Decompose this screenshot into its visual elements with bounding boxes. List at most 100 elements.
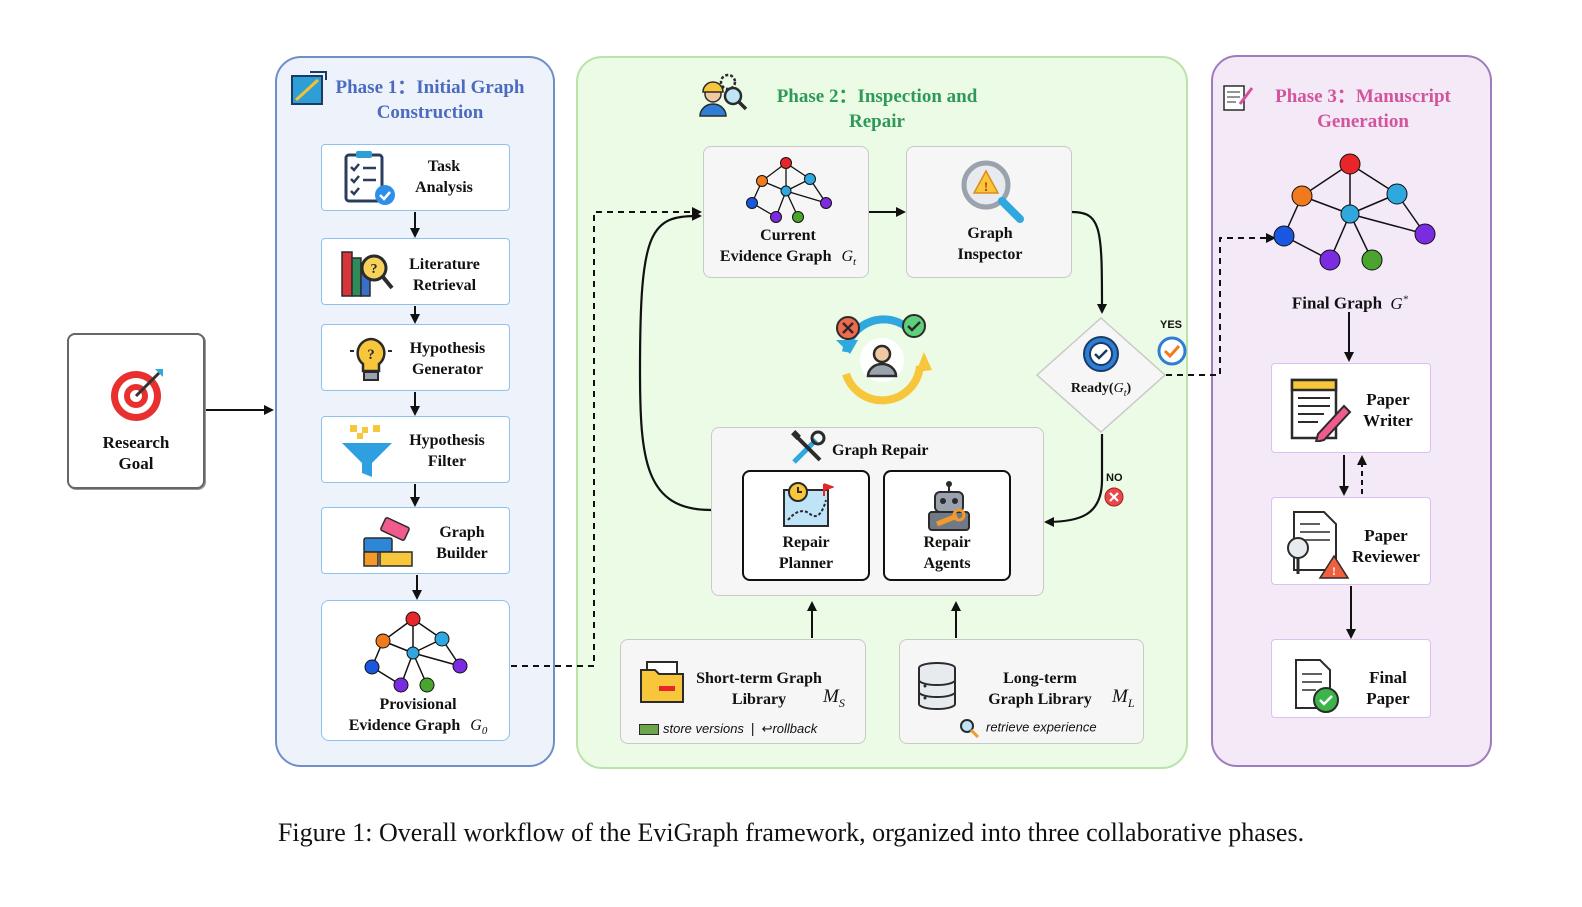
repair-agents-line1: Repair xyxy=(923,534,971,551)
final-graph-label: Final Graph xyxy=(1291,293,1383,313)
books-search-icon: ? xyxy=(341,251,394,297)
manuscript-pen-icon xyxy=(1223,85,1254,111)
hypothesis-generator-line1: Hypothesis xyxy=(409,340,486,357)
current-graph-icon xyxy=(746,157,832,223)
verified-badge-icon xyxy=(1083,336,1119,372)
no-label: NO xyxy=(1106,472,1123,484)
lightbulb-icon: ? xyxy=(350,337,392,381)
ready-label: Ready(Gt) xyxy=(1050,378,1152,404)
hypothesis-filter-line1: Hypothesis xyxy=(409,432,485,449)
final-graph-symbol: G xyxy=(1390,293,1403,313)
svg-text:!: ! xyxy=(984,179,988,194)
short-term-symbol: M xyxy=(823,686,839,707)
short-term-sub: S xyxy=(838,695,845,710)
current-graph-line2: Evidence Graph xyxy=(719,248,832,265)
final-graph-label-wrap: Final Graph G* xyxy=(1270,289,1430,314)
short-term-line1: Short-term Graph xyxy=(696,670,822,687)
checklist-icon xyxy=(344,151,395,205)
memory-chip-icon xyxy=(639,723,659,735)
long-term-library-box: Long-term Graph Library ML retrieve expe… xyxy=(899,639,1144,744)
current-graph-line1: Current xyxy=(760,227,816,244)
graph-inspector-line2: Inspector xyxy=(957,246,1023,263)
phase3-title-line2: Generation xyxy=(1317,111,1409,132)
phase2-title-line2: Repair xyxy=(849,111,905,132)
current-graph-symbol: G xyxy=(841,248,854,265)
ready-close: ) xyxy=(1126,381,1132,396)
rollback-text: rollback xyxy=(772,721,818,736)
notes-separator: | xyxy=(750,720,755,736)
phase3-title: Phase 3：Manuscript Generation xyxy=(1248,84,1478,134)
magnifier-warning-icon: ! xyxy=(961,160,1024,223)
phase2-title: Phase 2：Inspection and Repair xyxy=(757,84,997,134)
target-icon xyxy=(111,369,163,421)
phase1-title-line1: Phase 1：Initial Graph xyxy=(335,77,525,98)
short-term-line2: Library xyxy=(731,691,787,708)
phase1-title-line2: Construction xyxy=(376,102,484,123)
retrieve-experience-text: retrieve experience xyxy=(986,719,1097,735)
paper-writer-line2: Writer xyxy=(1363,411,1413,430)
inspector-worker-icon xyxy=(699,73,748,117)
hypothesis-generator-line2: Generator xyxy=(411,361,484,378)
robot-icon xyxy=(928,481,970,531)
current-graph-sub: t xyxy=(853,256,857,269)
yes-check-icon xyxy=(1157,336,1187,366)
repair-planner-line2: Planner xyxy=(778,555,834,572)
tools-icon xyxy=(791,430,826,464)
folder-icon xyxy=(640,661,684,703)
research-goal-box: Research Goal xyxy=(67,333,205,489)
paper-writer-line1: Paper xyxy=(1366,390,1410,409)
provisional-line2: Evidence Graph xyxy=(348,717,461,734)
graph-builder-box: Graph Builder xyxy=(321,507,510,574)
short-term-symbol-wrap: MS xyxy=(823,686,845,711)
graph-repair-title: Graph Repair xyxy=(832,442,929,459)
provisional-sub: 0 xyxy=(481,725,488,738)
graph-inspector-box: ! Graph Inspector xyxy=(906,146,1072,278)
svg-text:?: ? xyxy=(367,347,375,363)
research-goal-line2: Goal xyxy=(118,454,154,473)
paper-writer-icon xyxy=(1290,378,1352,442)
paper-writer-box: Paper Writer xyxy=(1271,363,1431,453)
task-analysis-line2: Analysis xyxy=(415,179,473,196)
long-term-symbol: M xyxy=(1112,686,1128,707)
planner-map-icon xyxy=(783,482,834,527)
graph-builder-line2: Builder xyxy=(436,545,488,562)
graph-builder-line1: Graph xyxy=(439,524,485,541)
research-goal-line1: Research xyxy=(102,433,170,452)
blocks-icon xyxy=(363,517,413,567)
hypothesis-filter-box: Hypothesis Filter xyxy=(321,416,510,483)
funnel-icon xyxy=(342,425,392,477)
final-paper-icon xyxy=(1295,659,1339,713)
repair-planner-line1: Repair xyxy=(782,534,830,551)
phase1-title: Phase 1：Initial Graph Construction xyxy=(318,75,542,125)
svg-text:!: ! xyxy=(1332,564,1336,578)
provisional-line1: Provisional xyxy=(379,696,457,713)
no-cross-icon xyxy=(1104,487,1124,507)
short-term-notes: store versions | ↩rollback xyxy=(639,720,817,738)
final-paper-line1: Final xyxy=(1369,668,1407,687)
store-versions-text: store versions xyxy=(663,721,744,736)
yes-label: YES xyxy=(1160,319,1183,331)
long-term-notes: retrieve experience xyxy=(958,718,1097,739)
hypothesis-filter-line2: Filter xyxy=(427,453,467,470)
ready-symbol: G xyxy=(1113,381,1124,396)
short-term-library-box: Short-term Graph Library MS store versio… xyxy=(620,639,866,744)
long-term-symbol-wrap: ML xyxy=(1112,686,1135,711)
repair-planner-box: Repair Planner xyxy=(742,470,870,581)
provisional-graph-icon xyxy=(364,611,468,693)
paper-reviewer-box: ! Paper Reviewer xyxy=(1271,497,1431,585)
final-paper-box: Final Paper xyxy=(1271,639,1431,718)
repair-agents-line2: Agents xyxy=(923,555,971,572)
retrieve-search-icon xyxy=(960,719,980,739)
task-analysis-line1: Task xyxy=(427,158,461,175)
literature-retrieval-line2: Retrieval xyxy=(412,277,477,294)
task-analysis-box: Task Analysis xyxy=(321,144,510,211)
blueprint-icon xyxy=(291,71,327,105)
ready-decision-diamond xyxy=(1035,316,1167,434)
phase3-title-line1: Phase 3：Manuscript xyxy=(1275,86,1451,107)
phase2-title-line1: Phase 2：Inspection and xyxy=(776,86,978,107)
final-graph-sup: * xyxy=(1402,293,1409,305)
literature-retrieval-line1: Literature xyxy=(409,256,480,273)
rollback-icon: ↩ xyxy=(761,722,773,737)
figure-caption: Figure 1: Overall workflow of the EviGra… xyxy=(277,818,1305,847)
